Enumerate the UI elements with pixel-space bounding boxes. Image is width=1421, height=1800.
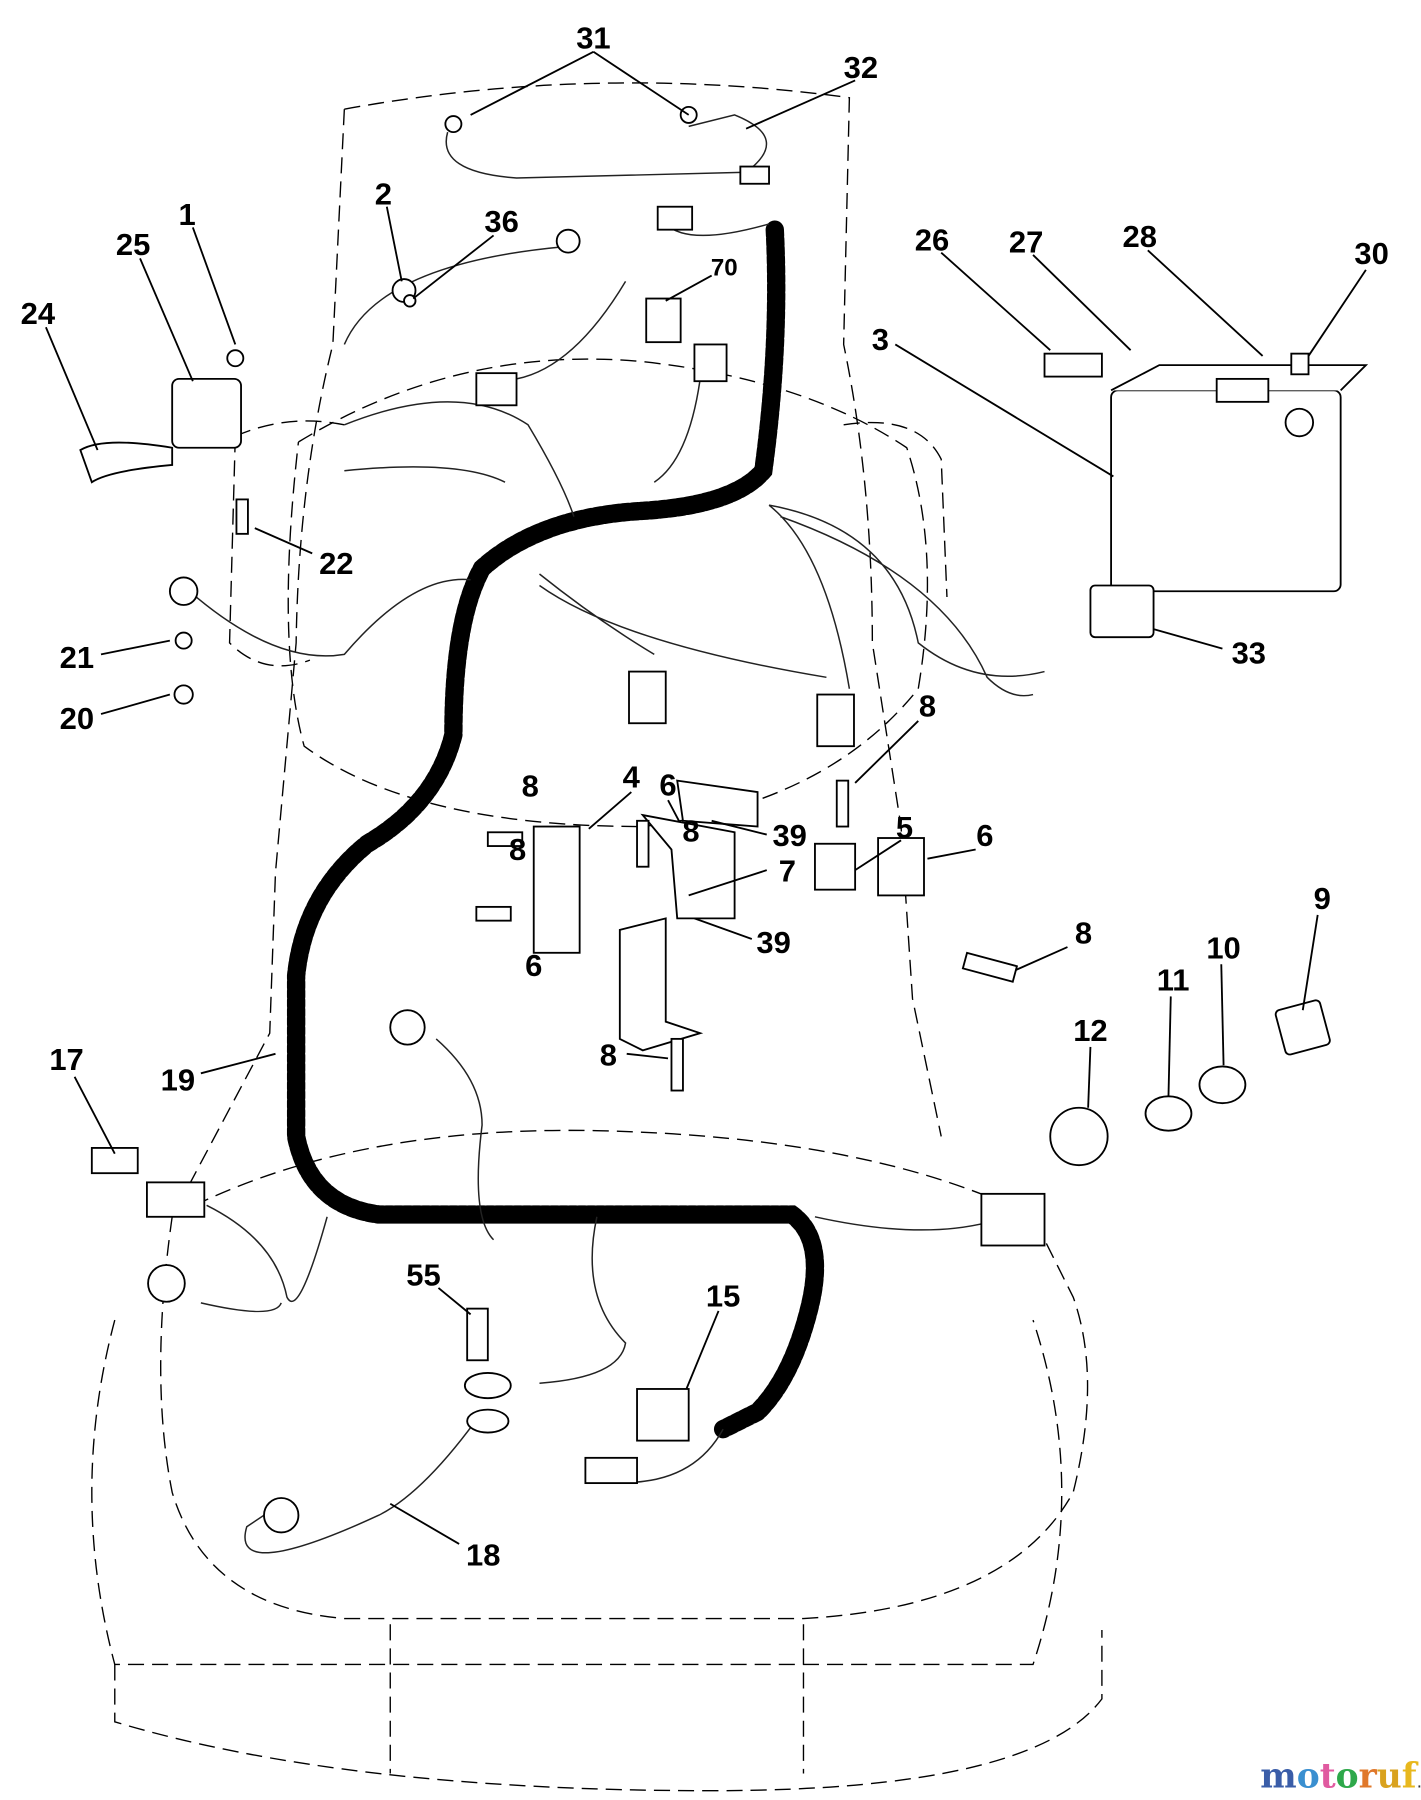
callout-8: 8 <box>1075 916 1092 951</box>
callouts: 31 32 2 36 1 25 24 70 26 27 28 30 3 22 2… <box>21 20 1389 1572</box>
callout-12: 12 <box>1073 1013 1107 1048</box>
callout-4: 4 <box>623 760 641 795</box>
callout-8: 8 <box>919 688 936 723</box>
switch <box>1089 584 1155 639</box>
callout-24: 24 <box>21 296 56 331</box>
connector <box>980 1192 1046 1247</box>
callout-32: 32 <box>844 50 878 85</box>
leader-lines <box>45 50 1367 1545</box>
callout-55: 55 <box>406 1258 440 1293</box>
wires <box>188 114 1045 1554</box>
bracket <box>640 813 736 920</box>
callout-7: 7 <box>779 854 796 889</box>
callout-11: 11 <box>1157 963 1190 998</box>
connector <box>816 693 855 748</box>
callout-8: 8 <box>509 832 526 867</box>
callout-6: 6 <box>976 818 993 853</box>
callout-26: 26 <box>915 222 949 257</box>
callout-6: 6 <box>659 768 676 803</box>
svg-text:motoruf.de: motoruf.de <box>1260 1756 1421 1796</box>
callout-3: 3 <box>872 322 889 357</box>
callout-1: 1 <box>178 197 195 232</box>
callout-30: 30 <box>1354 236 1388 271</box>
bracket <box>814 842 857 891</box>
switch <box>877 837 925 897</box>
parts <box>79 105 1369 1534</box>
coiled-harness <box>286 220 825 1439</box>
callout-22: 22 <box>319 546 353 581</box>
callout-39: 39 <box>756 925 790 960</box>
solenoid <box>171 377 242 449</box>
callout-31: 31 <box>576 20 610 55</box>
callout-20: 20 <box>60 701 94 736</box>
bolt <box>1043 352 1103 378</box>
callout-2: 2 <box>375 176 392 211</box>
callout-6: 6 <box>525 948 542 983</box>
callout-8: 8 <box>522 769 539 804</box>
switch <box>636 1388 690 1442</box>
callout-9: 9 <box>1314 881 1331 916</box>
callout-39: 39 <box>772 818 806 853</box>
tractor-outline <box>91 82 1103 1792</box>
callout-36: 36 <box>484 204 518 239</box>
callout-21: 21 <box>60 640 94 675</box>
callout-15: 15 <box>706 1278 740 1313</box>
callout-18: 18 <box>466 1538 500 1573</box>
connector <box>628 670 667 725</box>
callout-10: 10 <box>1206 931 1240 966</box>
bracket <box>618 917 704 1052</box>
callout-33: 33 <box>1232 636 1266 671</box>
connector <box>645 297 682 344</box>
relay <box>532 825 581 954</box>
callout-5: 5 <box>896 810 913 845</box>
callout-27: 27 <box>1009 225 1043 260</box>
callout-70: 70 <box>711 255 738 282</box>
callout-28: 28 <box>1123 219 1157 254</box>
callout-25: 25 <box>116 227 150 262</box>
watermark-logo: motoruf.de <box>1260 1756 1421 1796</box>
callout-17: 17 <box>49 1042 83 1077</box>
callout-19: 19 <box>161 1063 195 1098</box>
callout-8: 8 <box>682 813 699 848</box>
callout-8: 8 <box>600 1037 617 1072</box>
ignition-switch <box>1049 1106 1109 1167</box>
